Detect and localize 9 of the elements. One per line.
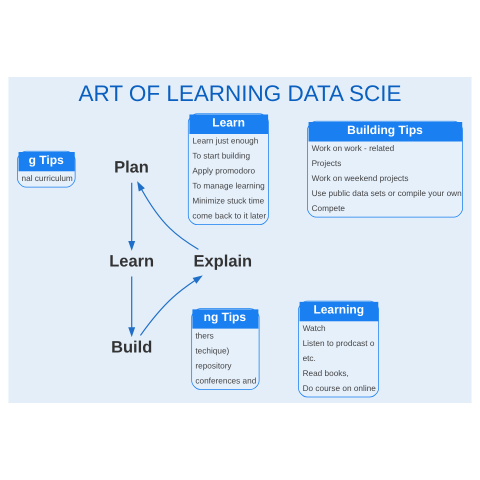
arrow — [140, 275, 203, 336]
arrow — [128, 182, 136, 251]
node-text: Explain — [194, 252, 252, 270]
node-text: Plan — [114, 158, 149, 177]
node-text: Build — [111, 338, 152, 356]
diagram-title: ART OF LEARNING DATA SCIE — [78, 80, 402, 106]
arrow — [128, 276, 136, 338]
arrow — [137, 181, 199, 250]
node-text: Learn — [109, 252, 154, 270]
